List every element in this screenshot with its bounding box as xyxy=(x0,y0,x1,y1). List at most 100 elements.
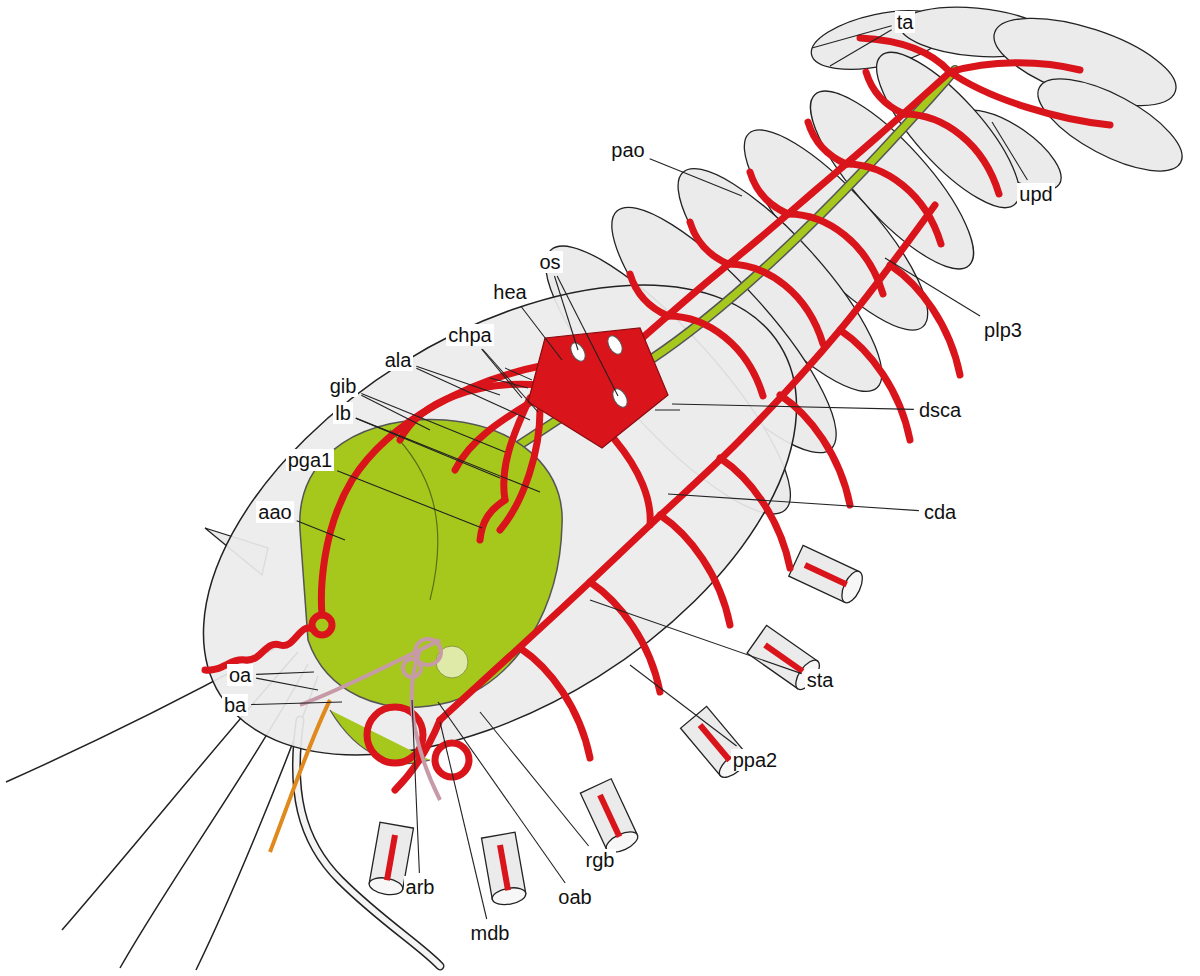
part-label: hea xyxy=(491,281,528,303)
leg-artery xyxy=(500,845,508,890)
part-label: ba xyxy=(222,694,248,716)
leader-line xyxy=(992,122,1027,180)
part-label: mdb xyxy=(469,922,512,944)
leader-line xyxy=(251,702,342,705)
hepatic-artery xyxy=(500,410,540,530)
telson-artery xyxy=(860,38,950,72)
segmental-artery xyxy=(866,72,904,114)
leader-line xyxy=(480,712,589,846)
sternal-artery xyxy=(440,205,935,720)
heart-body xyxy=(528,328,668,448)
part-label: upd xyxy=(1017,183,1054,205)
part-label: aao xyxy=(256,501,293,523)
carapace xyxy=(122,188,878,852)
leader-line xyxy=(416,366,500,395)
organ-lobe xyxy=(390,430,438,600)
leg-artery xyxy=(600,795,619,837)
leader-line xyxy=(885,258,980,316)
pedal-artery xyxy=(780,395,850,505)
segmental-artery xyxy=(728,264,823,344)
pedal-artery xyxy=(590,582,660,692)
part-label: ppa2 xyxy=(731,749,780,771)
part-label: rgb xyxy=(584,849,617,871)
leader-line xyxy=(672,404,914,409)
leader-line xyxy=(356,418,540,492)
part-label: ala xyxy=(383,349,414,371)
leader-line xyxy=(416,368,530,420)
uropod-artery xyxy=(950,72,1110,125)
pedal-artery xyxy=(890,265,960,375)
pedal-artery xyxy=(520,648,590,758)
part-label: ta xyxy=(895,11,916,33)
suspensory-ligament xyxy=(490,368,680,410)
ostium xyxy=(568,340,588,363)
anterior-aorta xyxy=(321,365,545,615)
leader-line xyxy=(521,306,562,360)
pedal-artery xyxy=(660,515,730,625)
pedal-artery xyxy=(840,330,910,440)
leader-lines xyxy=(251,26,1027,919)
segmental-artery xyxy=(630,274,668,316)
segmental-artery xyxy=(668,316,763,396)
part-label: lb xyxy=(333,402,353,424)
part-label: oa xyxy=(227,664,253,686)
part-label: dsca xyxy=(917,399,963,421)
arteries xyxy=(205,38,1110,790)
part-label: arb xyxy=(404,876,437,898)
leader-line xyxy=(297,521,345,540)
segmental-artery xyxy=(788,214,883,294)
body-outline xyxy=(6,0,1195,970)
posterior-aorta xyxy=(640,72,950,340)
heart xyxy=(490,328,680,448)
leader-line xyxy=(438,702,565,883)
leader-line xyxy=(557,276,618,396)
ostium xyxy=(610,386,630,409)
segmental-artery xyxy=(846,164,941,244)
leg-end xyxy=(838,568,867,606)
leg-stump xyxy=(789,545,867,605)
segmental-artery xyxy=(750,172,788,214)
part-label: plp3 xyxy=(982,319,1024,341)
leader-line xyxy=(650,159,742,196)
leader-line xyxy=(440,722,487,919)
antennal-vessel xyxy=(412,650,440,800)
telson-artery xyxy=(950,63,1080,72)
digestive-organs xyxy=(300,70,955,763)
leg-artery xyxy=(700,725,730,760)
pedal-artery xyxy=(720,458,790,568)
part-label: sta xyxy=(805,669,836,691)
hepatopancreas xyxy=(300,420,562,708)
part-label: gib xyxy=(328,375,359,397)
leader-line xyxy=(337,471,482,528)
mandibular-artery xyxy=(395,720,440,790)
leg-stump xyxy=(580,779,640,857)
segmental-artery xyxy=(904,114,999,194)
part-label: pao xyxy=(609,139,646,161)
part-label: os xyxy=(537,251,562,273)
nerve xyxy=(270,700,330,852)
leg-artery xyxy=(805,565,847,584)
ostium xyxy=(605,333,625,356)
leader-line xyxy=(256,678,318,690)
leader-line xyxy=(256,672,314,674)
leader-line xyxy=(590,600,802,674)
leader-line xyxy=(630,665,737,746)
leg-artery xyxy=(387,835,395,880)
part-label: pga1 xyxy=(286,449,335,471)
part-label: cda xyxy=(922,501,958,523)
gastric-artery xyxy=(480,500,505,540)
leader-line xyxy=(554,276,578,350)
leader-line xyxy=(412,700,419,873)
leader-line xyxy=(830,30,892,66)
part-label: oab xyxy=(556,886,593,908)
leg-stump xyxy=(482,832,528,907)
part-label: chpa xyxy=(446,324,493,346)
ophthalmic-artery xyxy=(205,628,314,670)
descending-artery xyxy=(615,440,650,525)
leader-line xyxy=(668,494,919,511)
leader-line xyxy=(361,393,505,452)
segmental-artery xyxy=(690,222,728,264)
